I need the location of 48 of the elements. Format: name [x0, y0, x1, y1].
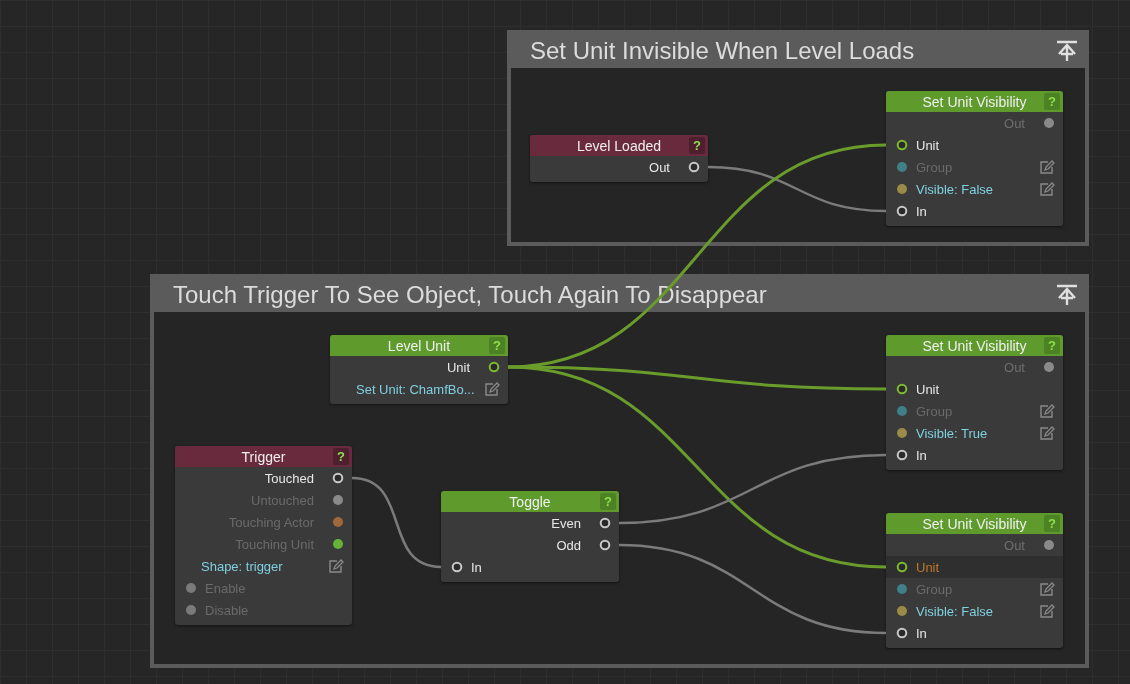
- connector-wire: [507, 143, 887, 369]
- node-title: Toggle: [509, 493, 551, 510]
- port-label: Unit: [916, 559, 940, 575]
- port-label: Visible: False: [916, 181, 995, 197]
- port-label: Out: [649, 159, 671, 175]
- port-label: Even: [551, 515, 582, 531]
- help-button: ?: [1044, 337, 1060, 354]
- flow-node: [886, 513, 1063, 648]
- connector-wire: [707, 165, 887, 213]
- group-frame: [507, 30, 1089, 246]
- flow-node: [175, 446, 352, 625]
- flow-node: [886, 335, 1063, 470]
- flow-node: [330, 335, 508, 404]
- node-title: Level Unit: [387, 337, 451, 354]
- port-label: Unit: [446, 359, 471, 375]
- port-label: In: [471, 559, 482, 575]
- flow-node: [441, 491, 619, 582]
- node-title: Set Unit Visibility: [922, 337, 1027, 354]
- help-button: ?: [1044, 515, 1060, 532]
- help-button: ?: [689, 137, 705, 154]
- group-frame: [150, 274, 1089, 668]
- help-button: ?: [600, 493, 616, 510]
- flow-node: [530, 135, 708, 182]
- port-label: Set Unit: ChamfBo...: [355, 381, 476, 397]
- group-title: Set Unit Invisible When Level Loads: [530, 37, 915, 65]
- port-label: Odd: [556, 537, 582, 553]
- port-label: Visible: False: [916, 603, 995, 619]
- port-label: Shape: trigger: [200, 558, 284, 574]
- port-label: Visible: True: [916, 425, 989, 441]
- help-button: ?: [333, 448, 349, 465]
- port-label: Unit: [916, 137, 940, 153]
- connector-wire: [618, 543, 887, 635]
- flow-node: [886, 91, 1063, 226]
- node-title: Set Unit Visibility: [922, 93, 1027, 110]
- help-button: ?: [1044, 93, 1060, 110]
- port-label: Touched: [264, 470, 315, 486]
- node-title: Level Loaded: [576, 137, 662, 154]
- port-label: In: [916, 625, 927, 641]
- connector-wire: [351, 476, 442, 569]
- group-title: Touch Trigger To See Object, Touch Again To Disappear: [173, 281, 767, 309]
- help-button: ?: [489, 337, 505, 354]
- node-title: Set Unit Visibility: [922, 515, 1027, 532]
- port-label: In: [916, 447, 927, 463]
- connector-wire: [507, 365, 887, 569]
- port-label: Unit: [916, 381, 940, 397]
- port-label: In: [916, 203, 927, 219]
- node-title: Trigger: [241, 448, 286, 465]
- connector-wire: [618, 453, 887, 525]
